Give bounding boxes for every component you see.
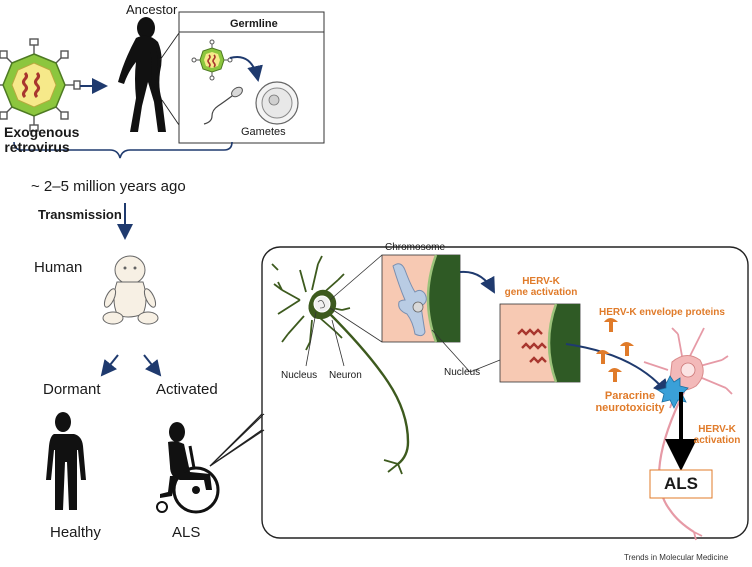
egg-icon: [255, 81, 299, 125]
healthy-label: Healthy: [50, 524, 101, 541]
chromosome-icon: [392, 263, 427, 337]
gene-activation-box: [499, 303, 581, 383]
nucleus-label-chromosome: Nucleus: [444, 367, 481, 378]
leader-nucleus: [305, 311, 317, 367]
virus-icon: [0, 38, 81, 132]
small-virus-icon: [191, 39, 233, 81]
paracrine-line1: Paracrine: [604, 390, 656, 402]
zoom-line: [161, 99, 180, 126]
transmission-label: Transmission: [38, 207, 122, 222]
nucleus-label-neuron: Nucleus: [281, 370, 318, 381]
time-label: ~ 2–5 million years ago: [31, 178, 186, 195]
activated-label: Activated: [156, 381, 218, 398]
als-label: ALS: [172, 524, 201, 541]
arrow-to-gene-activation: [459, 270, 495, 294]
virus-label: Exogenous retrovirus: [4, 124, 79, 156]
paracrine-label: Paracrine neurotoxicity: [590, 390, 670, 414]
human-label: Human: [34, 259, 83, 276]
arrow-to-activated: [143, 354, 162, 377]
dormant-label: Dormant: [43, 381, 101, 398]
paracrine-line2: neurotoxicity: [595, 402, 665, 415]
ancestor-silhouette: [118, 17, 166, 132]
wheelchair-silhouette: [156, 422, 220, 514]
envelope-proteins-label: HERV-K envelope proteins: [599, 307, 725, 318]
hervk-activation-line1: HERV-K: [698, 424, 736, 435]
virus-label-line1: Exogenous: [4, 124, 80, 140]
time-brace: [13, 141, 233, 159]
germline-title: Germline: [230, 18, 278, 30]
hervk-gene-label: HERV-K gene activation: [498, 276, 584, 298]
leader-nucleus-2: [431, 329, 471, 373]
neuron-icon: [271, 255, 410, 475]
virus-label-line2: retrovirus: [4, 139, 70, 156]
hervk-activation-line2: activation: [693, 435, 741, 446]
healthy-man-silhouette: [46, 412, 86, 510]
neuron-label: Neuron: [329, 370, 362, 381]
arrow-to-gamete: [229, 56, 263, 82]
hervk-gene-line2: gene activation: [504, 287, 578, 298]
arrow-to-dormant: [100, 354, 119, 377]
als-box: [649, 469, 713, 499]
envelope-protein-icon: [596, 318, 634, 382]
leader-neuron: [331, 319, 345, 367]
neuron-nucleus: [313, 295, 331, 313]
hervk-gene-line1: HERV-K: [522, 276, 560, 287]
source-label: Trends in Molecular Medicine: [624, 553, 729, 562]
chromosome-label: Chromosome: [385, 242, 446, 253]
ancestor-label: Ancestor: [126, 2, 178, 17]
arrow-to-target: [565, 343, 670, 396]
hervk-activation-label: HERV-K activation: [690, 424, 744, 446]
baby-icon: [102, 255, 159, 325]
gametes-label: Gametes: [241, 126, 286, 138]
sperm-icon: [203, 86, 243, 125]
zoom-line: [159, 32, 180, 61]
als-box-label: ALS: [664, 474, 698, 493]
germline-box: [178, 11, 325, 144]
